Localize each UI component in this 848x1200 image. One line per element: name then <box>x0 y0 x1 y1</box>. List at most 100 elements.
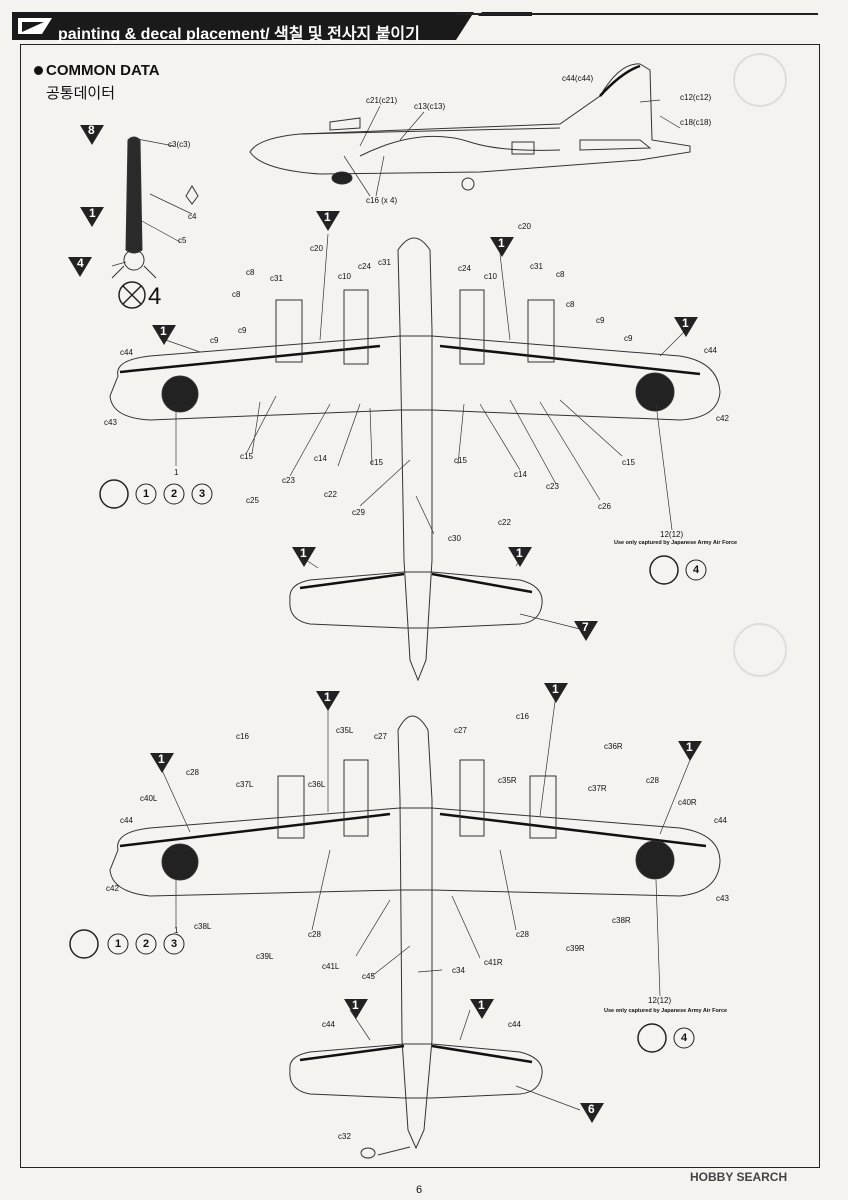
label-c15-right: c15 <box>622 458 635 467</box>
version-badges <box>69 281 707 1053</box>
label-c40R: c40R <box>678 798 697 807</box>
label-c28-bottom-right: c28 <box>516 930 529 939</box>
label-c39L: c39L <box>256 952 274 961</box>
label-c42-bottom: c42 <box>106 884 119 893</box>
label-c38L: c38L <box>194 922 212 931</box>
watermark-logo: HOBBY SEARCH <box>690 1170 788 1184</box>
label-c28-right: c28 <box>646 776 659 785</box>
note-japanese-bottom: Use only captured by Japanese Army Air F… <box>604 1008 728 1014</box>
side-view-aircraft <box>249 63 691 191</box>
label-c45: c45 <box>362 972 375 981</box>
label-c44-top-left: c44 <box>120 348 133 357</box>
header-title: painting & decal placement/ 색칠 및 전사지 붙이기 <box>58 26 420 43</box>
marker-1-bottom-left-engine: 1 <box>324 690 331 704</box>
version-3-bottom: 3 <box>171 938 178 950</box>
version-1-top: 1 <box>143 488 150 500</box>
marker-1-top-right-tail: 1 <box>516 546 523 560</box>
label-c36L: c36L <box>308 780 326 789</box>
label-c12: c12(c12) <box>680 93 712 102</box>
propeller-detail <box>111 136 199 279</box>
label-12-bottom: 12(12) <box>648 996 672 1005</box>
label-c20-left: c20 <box>310 244 323 253</box>
label-c28-bottom-left: c28 <box>308 930 321 939</box>
section-subtitle: 공통데이터 <box>46 85 116 102</box>
label-c10-right: c10 <box>484 272 497 281</box>
label-c27-left: c27 <box>374 732 387 741</box>
label-c25: c25 <box>246 496 259 505</box>
section-title: COMMON DATA <box>46 62 160 79</box>
page-number: 6 <box>416 1184 423 1196</box>
marker-1-bottom-left-wing: 1 <box>158 752 165 766</box>
label-c23-left: c23 <box>282 476 295 485</box>
label-c16x4: c16 (x 4) <box>366 196 398 205</box>
label-c27-right: c27 <box>454 726 467 735</box>
top-view-aircraft <box>109 237 721 682</box>
label-c15-center-right: c15 <box>454 456 467 465</box>
label-c5: c5 <box>178 236 187 245</box>
marker-1-bottom-right-tail: 1 <box>478 998 485 1012</box>
label-c38R: c38R <box>612 916 631 925</box>
header-rule <box>456 13 818 15</box>
bullet-icon <box>34 66 43 75</box>
label-c26: c26 <box>598 502 611 511</box>
leader-lines <box>111 99 691 1111</box>
version-2-bottom: 2 <box>143 938 150 950</box>
marker-1-bottom-right-wing: 1 <box>686 740 693 754</box>
bottom-view-aircraft <box>109 715 721 1159</box>
label-c35L: c35L <box>336 726 354 735</box>
label-c43-top: c43 <box>104 418 117 427</box>
label-c21: c21(c21) <box>366 96 398 105</box>
marker-8: 8 <box>88 123 95 137</box>
header-banner: painting & decal placement/ 색칠 및 전사지 붙이기 <box>12 12 532 43</box>
label-c44-side: c44(c44) <box>562 74 594 83</box>
label-12-top: 12(12) <box>660 530 684 539</box>
marker-7: 7 <box>582 620 589 634</box>
label-c37R: c37R <box>588 784 607 793</box>
diagram-frame <box>20 44 820 1168</box>
note-japanese-top: Use only captured by Japanese Army Air F… <box>614 540 738 546</box>
label-c43-bottom: c43 <box>716 894 729 903</box>
label-c14-right: c14 <box>514 470 527 479</box>
label-c14-left: c14 <box>314 454 327 463</box>
label-c3: c3(c3) <box>168 140 191 149</box>
label-c23-right: c23 <box>546 482 559 491</box>
label-c24-right: c24 <box>458 264 471 273</box>
header-banner-shape <box>12 12 532 40</box>
label-c37L: c37L <box>236 780 254 789</box>
label-c31-right: c31 <box>530 262 543 271</box>
version-1-bottom: 1 <box>115 938 122 950</box>
label-c40L: c40L <box>140 794 158 803</box>
label-c44-tail-right: c44 <box>508 1020 521 1029</box>
label-c35R: c35R <box>498 776 517 785</box>
label-c8-right-b: c8 <box>566 300 575 309</box>
label-c15-left: c15 <box>240 452 253 461</box>
label-c16-right: c16 <box>516 712 529 721</box>
version-4-top: 4 <box>693 564 700 576</box>
label-c13: c13(c13) <box>414 102 446 111</box>
label-c16-left: c16 <box>236 732 249 741</box>
label-c44-tail-left: c44 <box>322 1020 335 1029</box>
label-c4: c4 <box>188 212 197 221</box>
label-c31-center: c31 <box>378 258 391 267</box>
label-c8-left-b: c8 <box>232 290 241 299</box>
label-c9-left-b: c9 <box>210 336 219 345</box>
marker-1-bottom-left-tail: 1 <box>352 998 359 1012</box>
label-c30: c30 <box>448 534 461 543</box>
label-c41R: c41R <box>484 958 503 967</box>
marker-6: 6 <box>588 1102 595 1116</box>
marker-4: 4 <box>77 256 84 270</box>
callout-markers <box>68 125 702 1123</box>
marker-1-top-left-wing: 1 <box>160 324 167 338</box>
label-c15-center-left: c15 <box>370 458 383 467</box>
version-2-top: 2 <box>171 488 178 500</box>
label-c9-right-a: c9 <box>596 316 605 325</box>
label-c44-bottom-right: c44 <box>714 816 727 825</box>
label-c22-left: c22 <box>324 490 337 499</box>
label-c18: c18(c18) <box>680 118 712 127</box>
label-c9-left-a: c9 <box>238 326 247 335</box>
label-1-bottom: 1 <box>174 926 179 935</box>
marker-1-top-right-engine: 1 <box>498 236 505 250</box>
label-c36R: c36R <box>604 742 623 751</box>
label-c34: c34 <box>452 966 465 975</box>
